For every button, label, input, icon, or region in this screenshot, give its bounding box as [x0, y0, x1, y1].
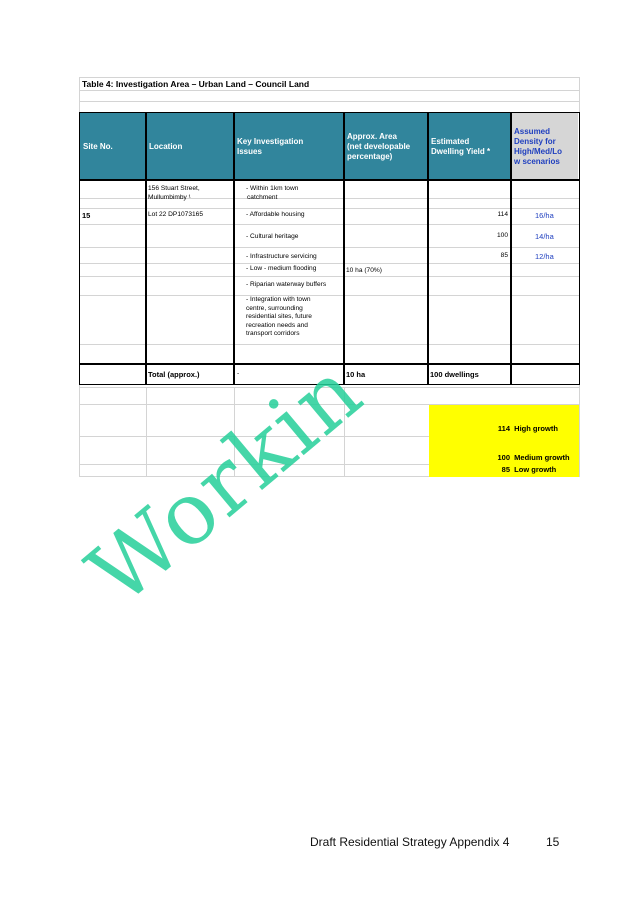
total-area: 10 ha [346, 370, 366, 379]
yield-high: 114 [497, 211, 508, 218]
yield-medium: 100 [496, 232, 508, 239]
scenario-high: 114 High growth [497, 424, 558, 433]
issue-item: - Low - medium flooding [246, 265, 317, 272]
total-issues: - [237, 370, 240, 377]
issue-item: - Riparian waterway buffers [246, 281, 327, 288]
density-low: 12/ha [535, 252, 554, 261]
area-value: 10 ha (70%) [346, 267, 382, 274]
scenario-highlight [429, 405, 579, 477]
density-medium: 14/ha [535, 232, 554, 241]
footer-title: Draft Residential Strategy Appendix 4 [310, 835, 510, 849]
site-number: 15 [82, 211, 91, 220]
table-title: Table 4: Investigation Area – Urban Land… [82, 79, 310, 89]
page-number: 15 [546, 835, 560, 849]
density-high: 16/ha [535, 211, 554, 220]
scenario-medium: 100 Medium growth [497, 453, 570, 462]
issue-item: - Infrastructure servicing [246, 253, 317, 260]
issue-item: - Cultural heritage [246, 233, 299, 240]
issue-item: - Affordable housing [246, 211, 305, 218]
scenario-low: 85 Low growth [501, 465, 557, 474]
total-yield: 100 dwellings [430, 370, 479, 379]
header-site-no: Site No. [80, 113, 146, 180]
yield-low: 85 [500, 252, 508, 259]
total-label: Total (approx.) [148, 370, 200, 379]
location-cell: 156 Stuart Street,Mullumbimby ¹ [148, 185, 200, 201]
lot-number: Lot 22 DP1073165 [148, 211, 203, 218]
header-location: Location [146, 113, 234, 180]
